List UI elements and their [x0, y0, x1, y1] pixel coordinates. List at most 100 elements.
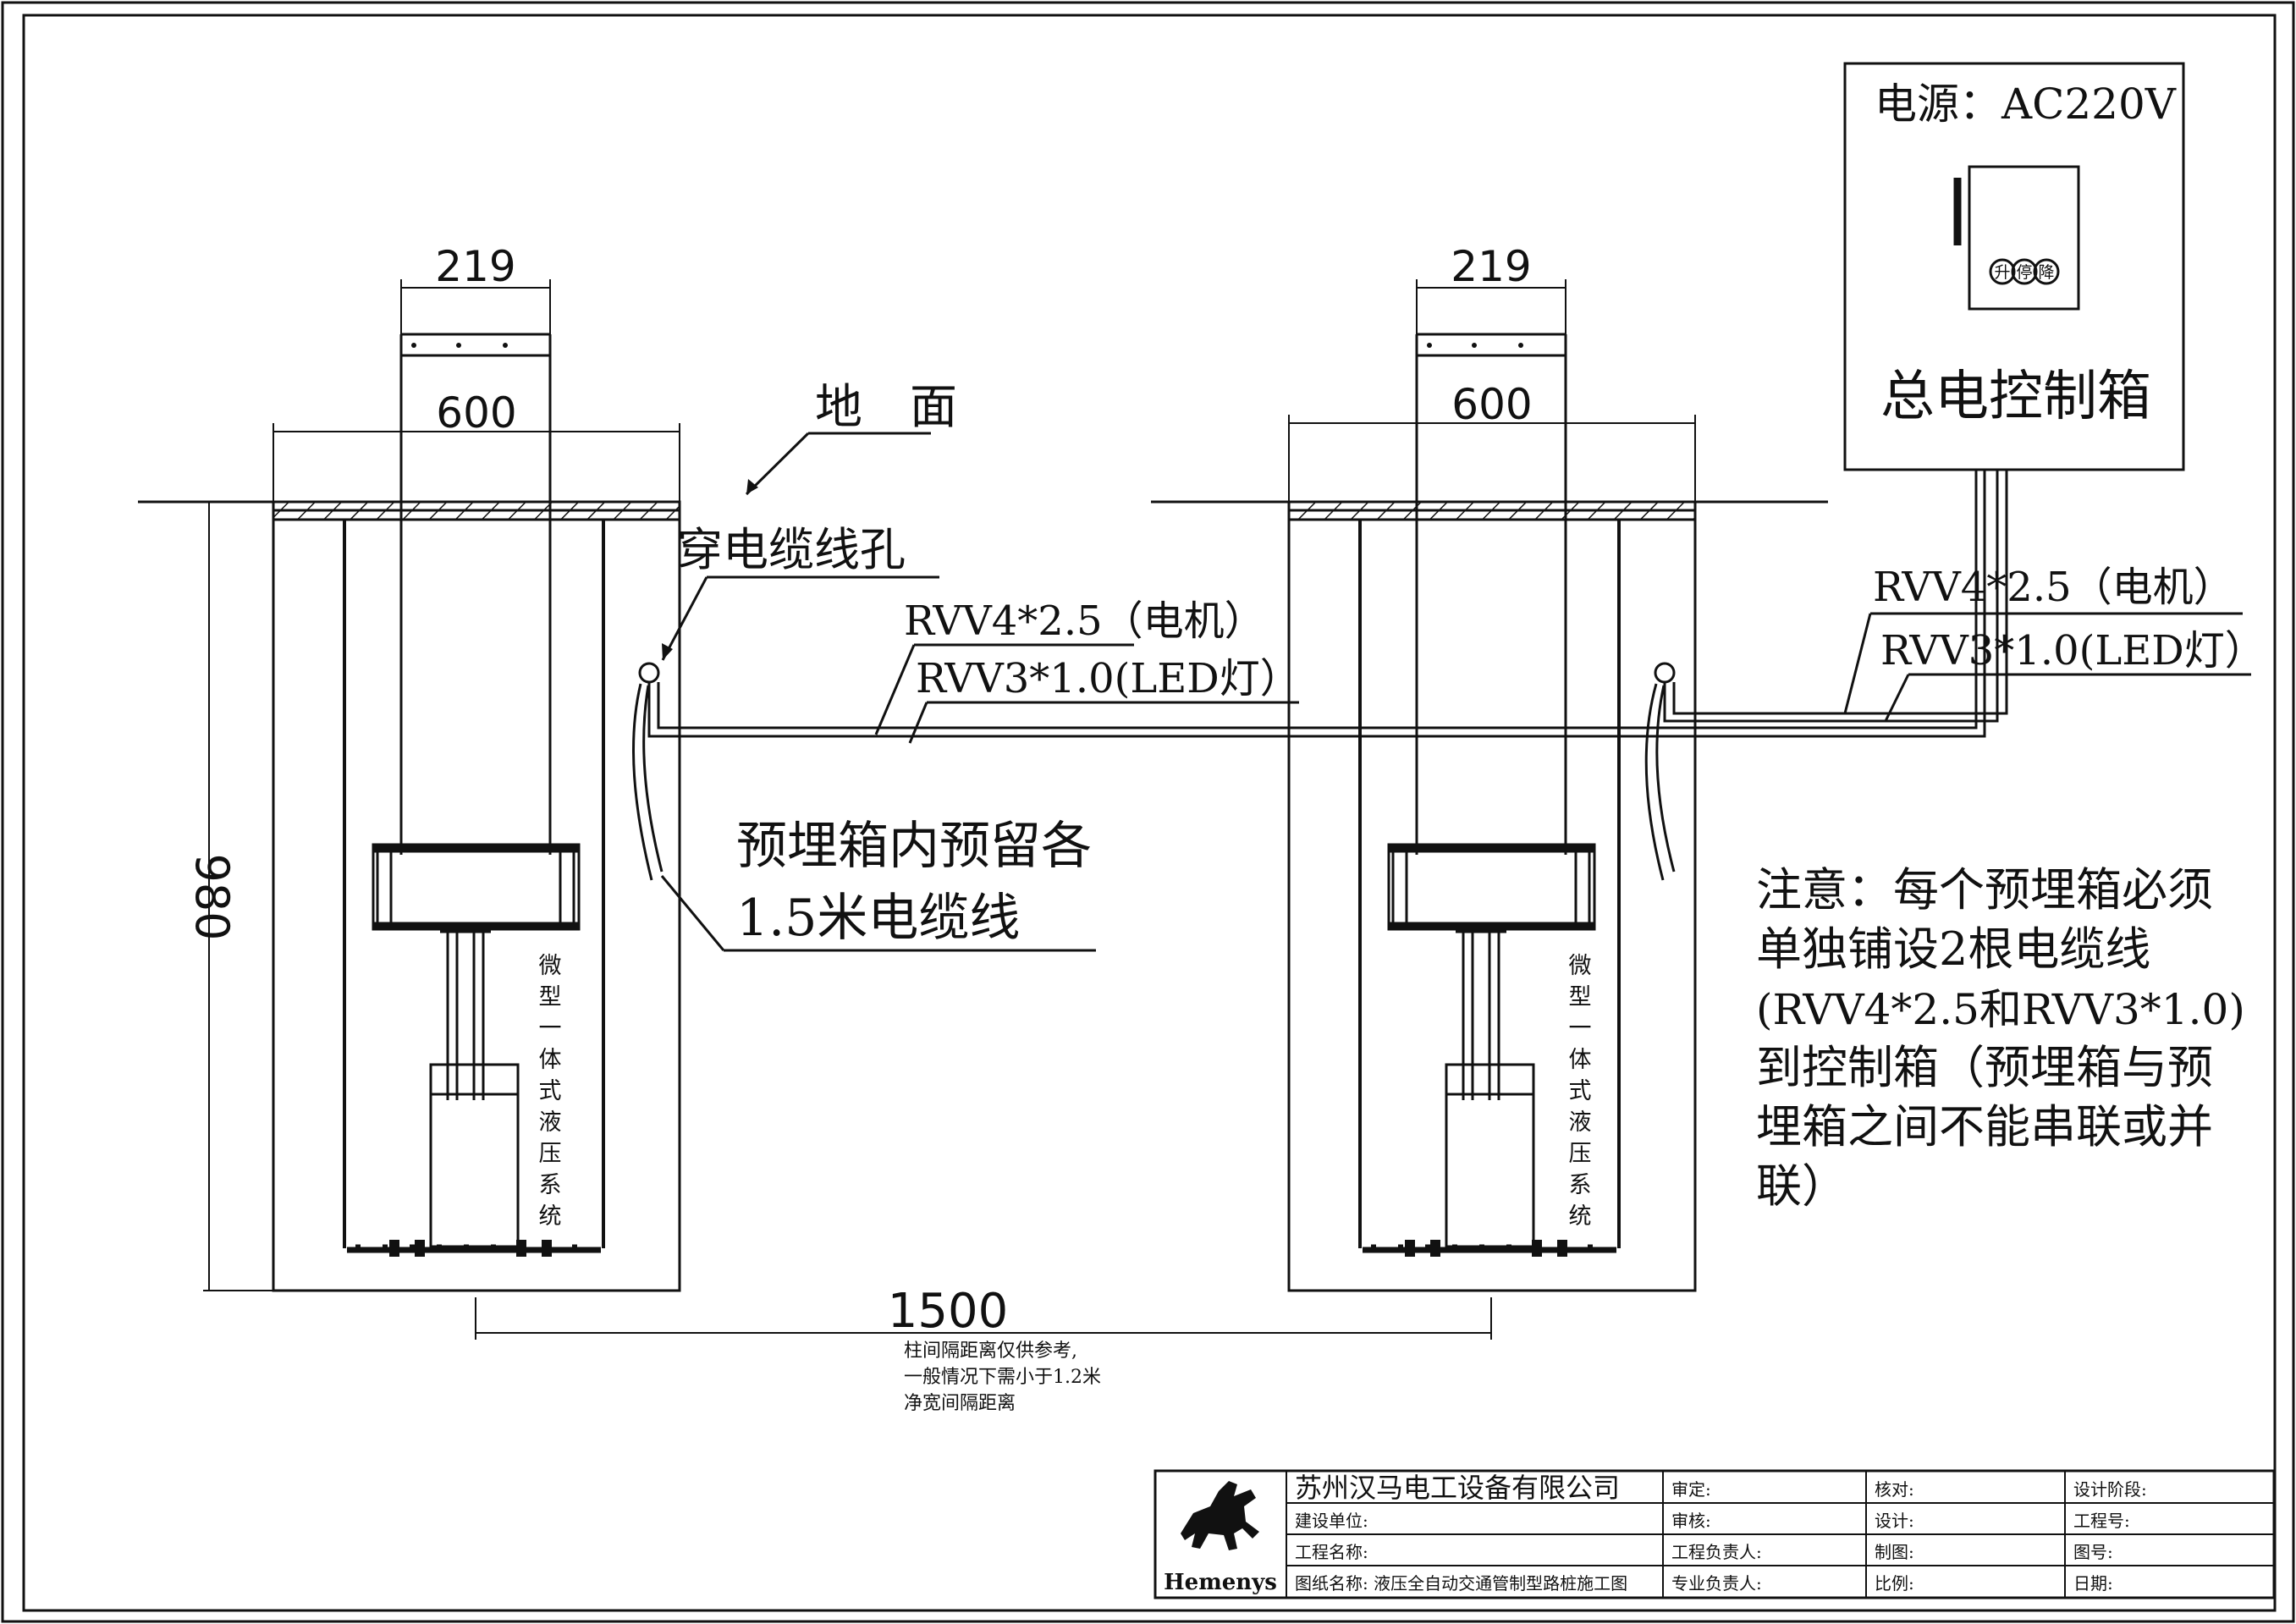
hydraulic-label-char: 系 [1569, 1172, 1592, 1198]
hydraulic-label-char: 系 [539, 1172, 562, 1198]
base-bolt [389, 1240, 399, 1257]
hydraulic-cylinder [429, 1063, 520, 1248]
hydraulic-label-char: 型 [1569, 984, 1592, 1010]
reserve-cable [632, 683, 653, 881]
down-button-icon [2033, 258, 2060, 285]
hydraulic-label-char: 压 [1569, 1141, 1592, 1167]
dim-219-right: 219 [1451, 242, 1531, 291]
reserve-leader-diag [660, 875, 725, 951]
base-bolt [1430, 1240, 1440, 1257]
hydraulic-label-char: 体 [1569, 1047, 1592, 1073]
note-line-2: 单独铺设2根电缆线 [1756, 922, 2150, 976]
base-bolt [1405, 1240, 1415, 1257]
ground-arrow [746, 479, 758, 494]
flange-side-right [559, 847, 575, 928]
control-box-title: 总电控制箱 [1880, 366, 2151, 428]
spacing-note-3: 净宽间隔距离 [904, 1393, 1016, 1414]
flange [1387, 843, 1596, 931]
cable-motor-leader-right-diag [1843, 613, 1872, 714]
cable-led-label-left: RVV3*1.0(LED灯） [916, 655, 1301, 702]
company-name: 苏州汉马电工设备有限公司 [1295, 1472, 1620, 1504]
title-block-cell: 图纸名称: 液压全自动交通管制型路桩施工图 [1295, 1573, 1627, 1594]
hydraulic-label-char: 微 [1569, 953, 1592, 979]
note-line-1: 注意：每个预埋箱必须 [1756, 863, 2213, 917]
cable-left-run [647, 470, 1986, 738]
title-block-cells: 审定:核对:设计阶段:建设单位:审核:设计:工程号:工程名称:工程负责人:制图:… [1295, 1479, 2147, 1594]
control-box-outline [1843, 62, 2185, 471]
flange-side-left [1391, 847, 1408, 928]
title-block-cell: 制图: [1875, 1542, 1914, 1562]
note: 注意：每个预埋箱必须 单独铺设2根电缆线 (RVV4*2.5和RVV3*1.0)… [1756, 863, 2245, 1213]
hydraulic-label-char: 一 [1569, 1016, 1592, 1042]
dim-1500: 1500 [888, 1284, 1009, 1339]
note-line-5: 埋箱之间不能串联或并 [1756, 1100, 2213, 1153]
title-block-cell: 设计阶段: [2073, 1479, 2147, 1500]
hydraulic-label-char: 式 [1569, 1078, 1592, 1104]
base-bolt [415, 1240, 425, 1257]
hydraulic-label-char: 一 [539, 1016, 562, 1042]
horse-logo-icon [1181, 1481, 1259, 1550]
hydraulic-label-char: 统 [1569, 1203, 1592, 1230]
pit-outline [272, 509, 681, 1292]
cable-motor-label-right: RVV4*2.5（电机） [1873, 564, 2234, 611]
cable-right-run-inner [1672, 470, 2008, 715]
cable-led-label-right: RVV3*1.0(LED灯） [1880, 627, 2266, 674]
title-block-cell: 比例: [1875, 1573, 1914, 1594]
note-line-4: 到控制箱（预埋箱与预 [1756, 1041, 2213, 1094]
cable-hole-arrow [662, 643, 673, 660]
stop-button-label: 停 [2016, 263, 2032, 282]
bollard-led [1427, 343, 1432, 348]
dim-219-left: 219 [435, 242, 515, 291]
ground-leader-diag [745, 432, 810, 496]
down-button-label: 降 [2038, 263, 2054, 282]
hydraulic-label-char: 体 [539, 1047, 562, 1073]
bollard-led [456, 343, 461, 348]
pit-right [1287, 333, 1697, 1292]
flange-side-left [376, 847, 393, 928]
base-bolt [542, 1240, 552, 1257]
reserve-label-1: 预埋箱内预留各 [736, 817, 1092, 876]
up-button-label: 升 [1994, 263, 2010, 282]
cable-motor-leader-left-diag [874, 644, 916, 735]
bollard-led [1518, 343, 1523, 348]
hydraulic-label-char: 液 [1569, 1109, 1592, 1136]
title-block-cell: 审定: [1671, 1479, 1711, 1500]
bollard-led [503, 343, 508, 348]
dim-600-right: 600 [1451, 380, 1532, 429]
title-block-cell: 工程号: [2073, 1511, 2130, 1531]
logo-text: Hemenys [1164, 1570, 1277, 1595]
cable-motor-label-left: RVV4*2.5（电机） [904, 597, 1265, 645]
spacing-note-1: 柱间隔距离仅供参考, [904, 1340, 1077, 1362]
title-block-cell: 核对: [1875, 1479, 1914, 1500]
dim-980: 980 [185, 853, 239, 940]
power-label: 电源：AC220V [1875, 80, 2177, 129]
reserve-label-2: 1.5米电缆线 [736, 889, 1020, 948]
title-block-cell: 设计: [1875, 1511, 1914, 1531]
title-block-cell: 图号: [2073, 1542, 2113, 1562]
ground-label: 地 面 [815, 380, 957, 435]
control-panel [1968, 165, 2080, 311]
reserve-cable [642, 685, 663, 873]
cable-led-leader-right-diag [1884, 674, 1910, 722]
reserve-cable [1644, 683, 1665, 881]
pit-left [272, 333, 681, 1292]
pit-outline [1287, 509, 1697, 1292]
stop-button-icon [2011, 258, 2038, 285]
base-bolt [1557, 1240, 1567, 1257]
up-button-icon [1989, 258, 2016, 285]
dim-600-left: 600 [436, 388, 516, 438]
title-block: Hemenys 苏州汉马电工设备有限公司 [1154, 1469, 2276, 1599]
note-line-3: (RVV4*2.5和RVV3*1.0) [1756, 985, 2245, 1034]
cable-hole [638, 662, 660, 684]
hydraulic-label-char: 液 [539, 1109, 562, 1136]
title-block-cell: 专业负责人: [1671, 1573, 1762, 1594]
title-block-cell: 建设单位: [1295, 1511, 1368, 1531]
note-line-6: 联） [1756, 1159, 1847, 1213]
spacing-note-2: 一般情况下需小于1.2米 [904, 1367, 1101, 1388]
flange [372, 843, 581, 931]
hydraulic-label-char: 压 [539, 1141, 562, 1167]
control-box: 电源：AC220V 升 停 降 总电控制箱 [1843, 62, 2185, 471]
